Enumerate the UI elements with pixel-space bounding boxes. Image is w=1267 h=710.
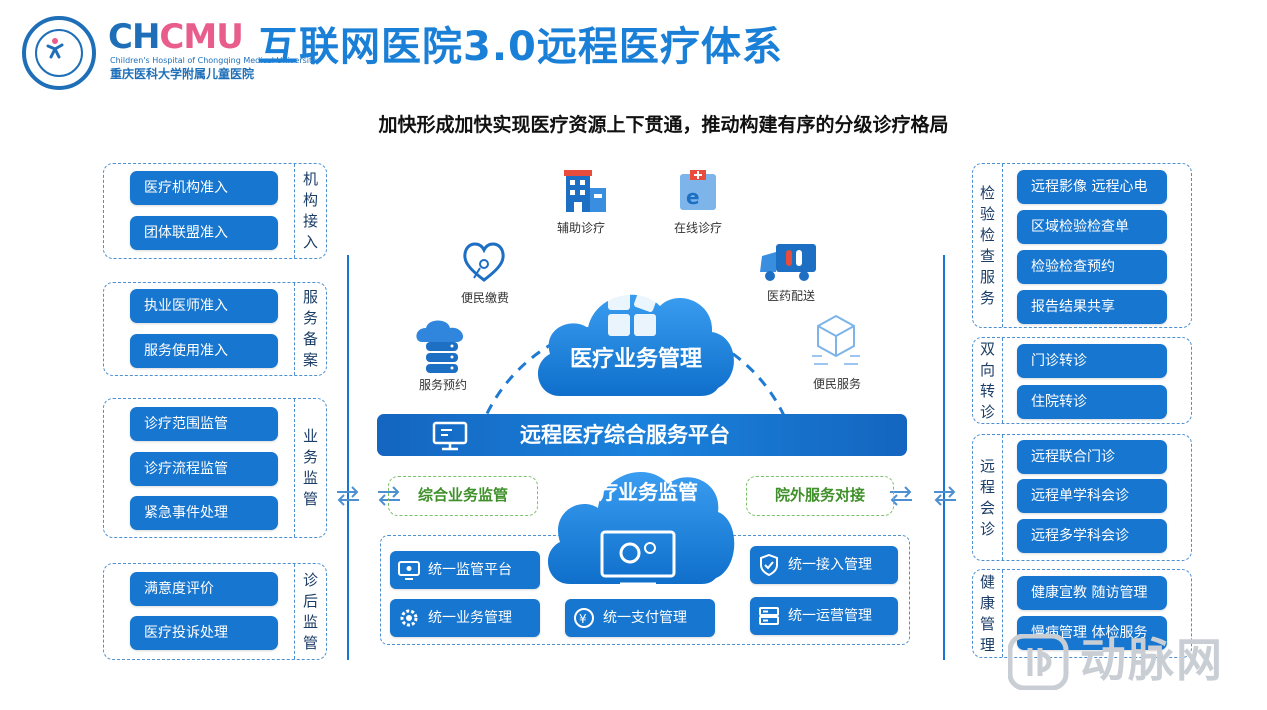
exchange-arrows-icon bbox=[337, 486, 359, 506]
left-item-button[interactable]: 执业医师准入 bbox=[130, 289, 278, 323]
cloud-bottom-label: 医疗业务监管 bbox=[578, 480, 698, 504]
unified-operation-button[interactable]: 统一运营管理 bbox=[750, 597, 898, 635]
left-group-business-supervision: 诊疗范围监管 诊疗流程监管 紧急事件处理 业务监管 bbox=[103, 398, 327, 538]
group-label: 诊后监管 bbox=[294, 564, 326, 659]
left-group-institution-access: 医疗机构准入 团体联盟准入 机构接入 bbox=[103, 163, 327, 259]
group-label: 远程会诊 bbox=[973, 435, 1003, 560]
icon-label-pay: 便民缴费 bbox=[460, 291, 509, 305]
icon-label-online: 在线诊疗 bbox=[673, 221, 722, 235]
icon-label-assist: 辅助诊疗 bbox=[556, 221, 605, 235]
svg-text:¥: ¥ bbox=[579, 612, 587, 626]
group-label: 业务监管 bbox=[294, 399, 326, 537]
icon-label-booking: 服务预约 bbox=[418, 378, 467, 392]
server-database-icon bbox=[416, 320, 464, 373]
svg-text:e: e bbox=[686, 185, 700, 209]
group-label: 服务备案 bbox=[294, 283, 326, 375]
shield-check-icon bbox=[760, 554, 778, 576]
left-item-button[interactable]: 服务使用准入 bbox=[130, 334, 278, 368]
left-item-button[interactable]: 医疗机构准入 bbox=[130, 171, 278, 205]
exchange-arrows-icon bbox=[890, 486, 912, 506]
left-item-button[interactable]: 团体联盟准入 bbox=[130, 216, 278, 250]
right-group-referral: 双向转诊 门诊转诊 住院转诊 bbox=[972, 337, 1192, 424]
right-item-button[interactable]: 报告结果共享 bbox=[1017, 290, 1167, 324]
right-item-button[interactable]: 健康宣教 随访管理 bbox=[1017, 576, 1167, 610]
monitor-icon bbox=[432, 421, 468, 451]
gear-icon bbox=[400, 609, 418, 627]
icon-label-convenience: 便民服务 bbox=[812, 377, 861, 391]
unified-access-button[interactable]: 统一接入管理 bbox=[750, 546, 898, 584]
yuan-coin-icon: ¥ bbox=[574, 608, 594, 628]
right-group-remote-consult: 远程会诊 远程联合门诊 远程单学科会诊 远程多学科会诊 bbox=[972, 434, 1192, 561]
left-item-button[interactable]: 医疗投诉处理 bbox=[130, 616, 278, 650]
button-label: 统一运营管理 bbox=[788, 608, 872, 624]
brand-logotype: CHCMU bbox=[108, 17, 244, 57]
page-title: 互联网医院3.0远程医疗体系 bbox=[258, 24, 783, 70]
hospital-logo bbox=[22, 16, 96, 90]
heart-stethoscope-icon bbox=[463, 242, 505, 282]
left-item-button[interactable]: 紧急事件处理 bbox=[130, 496, 278, 530]
watermark-logo-icon bbox=[1008, 634, 1069, 690]
group-label: 健康管理 bbox=[973, 570, 1003, 657]
exchange-arrows-icon bbox=[378, 486, 400, 506]
right-divider-line bbox=[943, 255, 945, 660]
brand-chinese-name: 重庆医科大学附属儿童医院 bbox=[110, 67, 255, 81]
group-label: 检验检查服务 bbox=[973, 164, 1003, 327]
delivery-truck-icon bbox=[760, 244, 816, 281]
online-clinic-icon: e bbox=[680, 170, 716, 210]
unified-monitor-button[interactable]: 统一监管平台 bbox=[390, 551, 540, 589]
right-item-button[interactable]: 远程多学科会诊 bbox=[1017, 519, 1167, 553]
button-label: 统一接入管理 bbox=[788, 557, 872, 573]
circuit-cube-icon bbox=[812, 314, 860, 365]
button-label: 统一监管平台 bbox=[428, 562, 512, 578]
green-box-external-services: 院外服务对接 bbox=[746, 476, 894, 516]
hospital-building-icon bbox=[564, 170, 606, 212]
watermark-text: 动脉网 bbox=[1080, 633, 1224, 687]
right-item-button[interactable]: 住院转诊 bbox=[1017, 385, 1167, 419]
server-rack-icon bbox=[759, 607, 779, 625]
button-label: 统一业务管理 bbox=[428, 610, 512, 626]
page-subtitle: 加快形成加快实现医疗资源上下贯通，推动构建有序的分级诊疗格局 bbox=[378, 114, 949, 136]
right-item-button[interactable]: 检验检查预约 bbox=[1017, 250, 1167, 284]
cloud-management bbox=[537, 288, 734, 396]
screen-eye-icon bbox=[398, 561, 420, 580]
left-divider-line bbox=[347, 255, 349, 660]
exchange-arrows-icon bbox=[934, 486, 956, 506]
left-item-button[interactable]: 诊疗流程监管 bbox=[130, 452, 278, 486]
right-item-button[interactable]: 远程联合门诊 bbox=[1017, 440, 1167, 474]
icon-label-drug: 医药配送 bbox=[766, 289, 815, 303]
right-item-button[interactable]: 区域检验检查单 bbox=[1017, 210, 1167, 244]
green-box-comprehensive-supervision: 综合业务监管 bbox=[388, 476, 538, 516]
left-group-post-diagnosis: 满意度评价 医疗投诉处理 诊后监管 bbox=[103, 563, 327, 660]
child-figure-icon bbox=[46, 38, 64, 59]
right-item-button[interactable]: 远程影像 远程心电 bbox=[1017, 170, 1167, 204]
left-item-button[interactable]: 满意度评价 bbox=[130, 572, 278, 606]
cloud-supervision bbox=[547, 471, 735, 586]
left-item-button[interactable]: 诊疗范围监管 bbox=[130, 407, 278, 441]
unified-payment-button[interactable]: ¥ 统一支付管理 bbox=[565, 599, 715, 637]
unified-business-button[interactable]: 统一业务管理 bbox=[390, 599, 540, 637]
brand-english-name: Children's Hospital of Chongqing Medical… bbox=[110, 56, 317, 65]
platform-title: 远程医疗综合服务平台 bbox=[520, 423, 730, 447]
right-item-button[interactable]: 远程单学科会诊 bbox=[1017, 479, 1167, 513]
right-item-button[interactable]: 门诊转诊 bbox=[1017, 344, 1167, 378]
left-group-service-filing: 执业医师准入 服务使用准入 服务备案 bbox=[103, 282, 327, 376]
right-group-exam-services: 检验检查服务 远程影像 远程心电 区域检验检查单 检验检查预约 报告结果共享 bbox=[972, 163, 1192, 328]
button-label: 统一支付管理 bbox=[603, 610, 687, 626]
group-label: 机构接入 bbox=[294, 164, 326, 258]
cloud-top-label: 医疗业务管理 bbox=[569, 347, 702, 372]
group-label: 双向转诊 bbox=[973, 338, 1003, 423]
